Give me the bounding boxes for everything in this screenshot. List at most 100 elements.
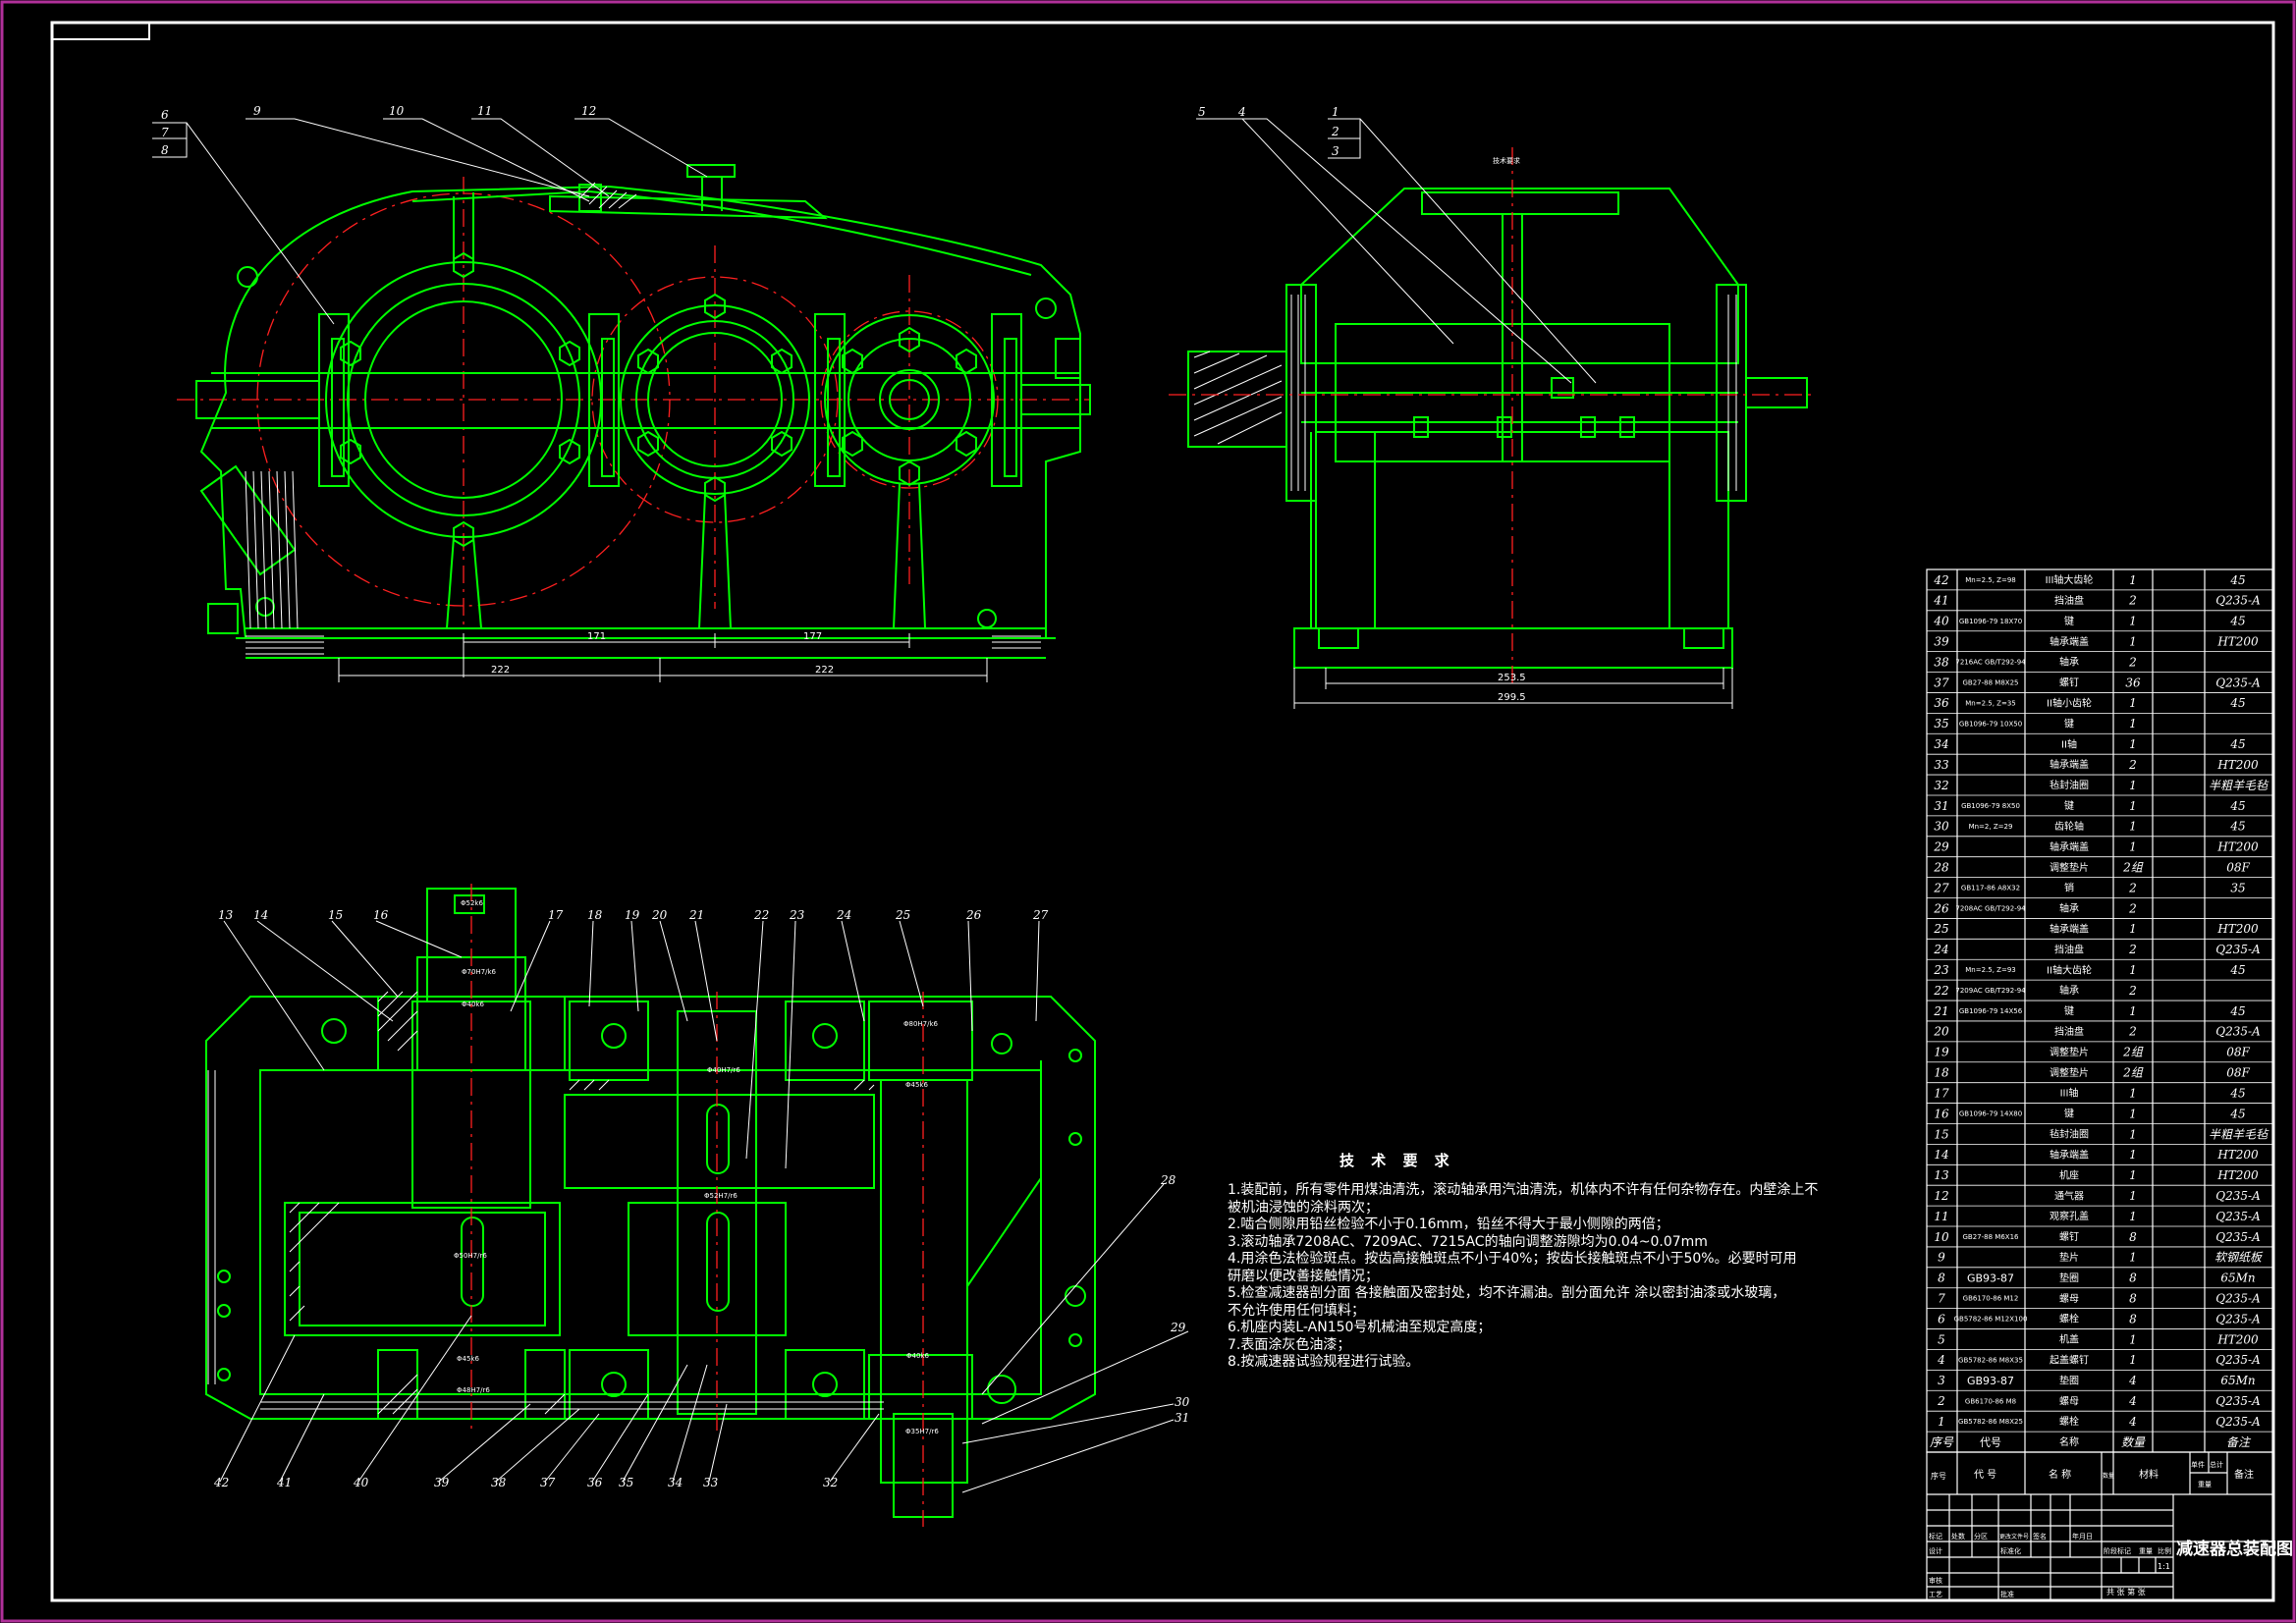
- parts-cell-name: 键: [2064, 615, 2074, 627]
- tb-r-check: 审核: [1929, 1576, 1942, 1585]
- parts-cell-name: 齿轮轴: [2054, 820, 2084, 833]
- parts-cell-qty: 2: [2128, 1025, 2137, 1039]
- parts-cell-no: 22: [1933, 984, 1948, 998]
- fit-4: Φ45k6: [457, 1355, 479, 1363]
- plan-leader-lines: [219, 920, 1189, 1493]
- parts-cell-code: GB1096-79 14X80: [1959, 1110, 2022, 1118]
- tb-hdr-no: 序号: [1931, 1471, 1946, 1481]
- leader-9: 9: [253, 104, 261, 118]
- front-right-shaft-stub: [1020, 384, 1091, 415]
- leader-13: 13: [218, 908, 234, 922]
- tb-r-weight: 重量: [2139, 1547, 2153, 1555]
- parts-cell-mat: 备注: [2226, 1435, 2252, 1449]
- tb-hdr-name: 名 称: [2049, 1468, 2071, 1481]
- parts-cell-name: 毡封油圈: [2050, 779, 2089, 791]
- parts-cell-code: 代号: [1980, 1436, 2001, 1449]
- parts-cell-no: 37: [1934, 676, 1949, 689]
- tb-hdr-note: 备注: [2234, 1468, 2254, 1481]
- leader-18: 18: [587, 908, 603, 922]
- leader-17: 17: [548, 908, 564, 922]
- parts-cell-qty: 1: [2129, 1353, 2137, 1367]
- parts-cell-mat: 08F: [2226, 1046, 2250, 1059]
- leader-23: 23: [789, 908, 805, 922]
- parts-cell-qty: 1: [2129, 1251, 2137, 1265]
- front-bearing-2-inner: [647, 332, 783, 467]
- front-cover-top-line: [411, 189, 1032, 276]
- parts-cell-code: GB6170-86 M8: [1965, 1397, 2016, 1405]
- parts-cell-mat: Q235-A: [2215, 1394, 2261, 1408]
- parts-cell-name: 挡油盘: [2054, 943, 2084, 955]
- parts-cell-name: 螺栓: [2059, 1415, 2079, 1428]
- parts-cell-qty: 8: [2129, 1271, 2137, 1285]
- front-dim-222-right: 222: [815, 665, 834, 676]
- parts-cell-mat: HT200: [2216, 758, 2259, 772]
- fit-10: Φ40k6: [906, 1352, 929, 1360]
- leader-6: 6: [161, 108, 169, 122]
- leader-4: 4: [1237, 105, 1246, 119]
- parts-cell-qty: 36: [2125, 676, 2141, 689]
- side-inspection-cover: [1421, 191, 1619, 215]
- tb-r-zone: 分区: [1974, 1532, 1988, 1541]
- side-output-shaft: [1745, 377, 1808, 408]
- tb-r-doc: 更改文件号: [1999, 1533, 2029, 1541]
- leader-3: 3: [1332, 144, 1339, 158]
- front-housing-outline: [199, 185, 1081, 639]
- leader-28: 28: [1160, 1173, 1176, 1187]
- parts-cell-mat: 半粗羊毛毡: [2209, 1127, 2269, 1141]
- parts-cell-code: GB5782-86 M8X35: [1958, 1356, 2023, 1364]
- tech-lines: 1.装配前，所有零件用煤油清洗，滚动轴承用汽油清洗，机体内不许有任何杂物存在。内…: [1228, 1182, 1818, 1372]
- front-left-shaft-stub: [195, 380, 320, 419]
- parts-cell-no: 16: [1934, 1107, 1949, 1120]
- parts-cell-no: 18: [1934, 1066, 1949, 1080]
- parts-cell-no: 4: [1937, 1353, 1945, 1367]
- parts-cell-name: 毡封油圈: [2050, 1128, 2089, 1141]
- parts-cell-code: Mn=2.5, Z=35: [1965, 699, 2016, 707]
- parts-cell-no: 3: [1938, 1374, 1945, 1387]
- parts-cell-no: 17: [1934, 1086, 1949, 1100]
- parts-cell-mat: 45: [2229, 1107, 2245, 1120]
- plan-input-shaft-end: [893, 1413, 954, 1518]
- leader-35: 35: [619, 1476, 633, 1489]
- parts-cell-name: 轴承: [2059, 984, 2079, 997]
- front-dimensions: [338, 633, 988, 682]
- parts-cell-qty: 2: [2128, 594, 2137, 608]
- parts-cell-qty: 2组: [2122, 1066, 2144, 1080]
- tech-line-10: 7.表面涂灰色油漆；: [1228, 1336, 1351, 1353]
- parts-cell-mat: Q235-A: [2215, 1312, 2261, 1325]
- tb-r-sign: 签名: [2033, 1532, 2047, 1541]
- plan-view: [205, 888, 1096, 1518]
- fit-8: Φ80H7/k6: [903, 1020, 939, 1028]
- parts-cell-no: 39: [1934, 634, 1949, 648]
- parts-cell-no: 25: [1933, 922, 1948, 936]
- parts-cell-name: 调整垫片: [2050, 861, 2089, 874]
- fit-9: Φ45k6: [905, 1081, 928, 1089]
- parts-cell-qty: 数量: [2121, 1435, 2146, 1449]
- leader-21: 21: [688, 908, 704, 922]
- tb-hdr-wt3: 重量: [2198, 1481, 2212, 1488]
- leader-39: 39: [434, 1476, 450, 1489]
- parts-cell-qty: 4: [2128, 1394, 2137, 1408]
- parts-cell-name: 名称: [2059, 1435, 2079, 1448]
- leader-42: 42: [213, 1476, 229, 1489]
- parts-cell-no: 26: [1933, 901, 1949, 915]
- front-bearing-1-inner: [364, 300, 563, 499]
- plan-gear-II-big: [564, 1094, 875, 1189]
- leader-24: 24: [836, 908, 851, 922]
- parts-cell-code: 7208AC GB/T292-94: [1955, 904, 2026, 912]
- fit-3: Φ50H7/r6: [454, 1252, 487, 1260]
- parts-cell-qty: 1: [2129, 1107, 2137, 1120]
- parts-cell-mat: HT200: [2216, 634, 2259, 648]
- tb-r-std: 标准化: [2000, 1546, 2021, 1555]
- parts-cell-name: 机盖: [2059, 1333, 2079, 1346]
- side-dim-299-5: 299.5: [1498, 692, 1526, 703]
- tech-line-9: 6.机座内装L-AN150号机械油至规定高度；: [1228, 1320, 1492, 1335]
- parts-cell-no: 38: [1934, 655, 1949, 669]
- parts-cell-qty: 8: [2129, 1312, 2137, 1325]
- parts-cell-qty: 1: [2129, 963, 2137, 977]
- plan-key-III: [461, 1217, 484, 1307]
- parts-cell-mat: 35: [2230, 881, 2245, 894]
- parts-cell-name: 螺母: [2059, 1293, 2079, 1305]
- leader-32: 32: [823, 1476, 838, 1489]
- parts-cell-qty: 1: [2129, 615, 2137, 628]
